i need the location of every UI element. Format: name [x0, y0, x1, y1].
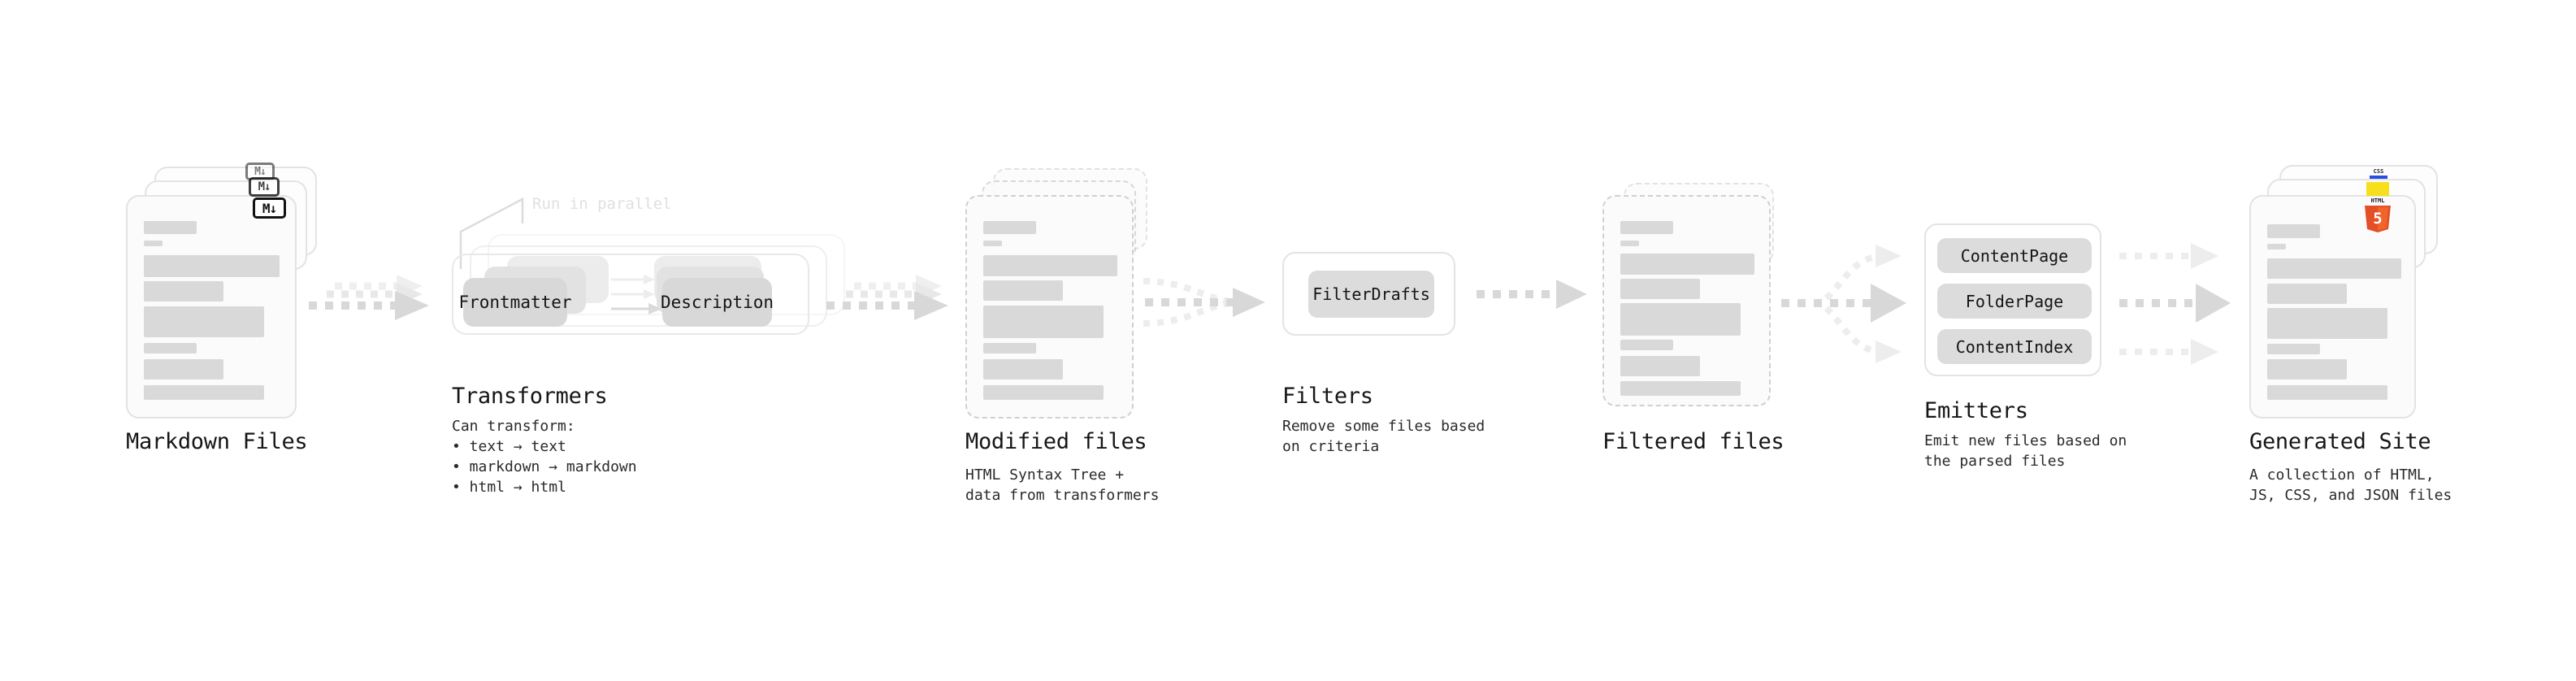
- skeleton-line: [2267, 284, 2347, 304]
- parallel-label: Run in parallel: [532, 195, 672, 213]
- emitters-title: Emitters: [1924, 398, 2028, 423]
- arrow-filters-to-filtered: [1475, 280, 1597, 320]
- emitters-subtitle: Emit new files based on the parsed files: [1924, 432, 2127, 470]
- filtered-files-title: Filtered files: [1602, 429, 1785, 454]
- arrow-emitters-to-site: [2113, 232, 2263, 378]
- frontmatter-chip[interactable]: Frontmatter: [458, 278, 572, 327]
- svg-text:5: 5: [2373, 210, 2382, 228]
- modified-card-front: [965, 195, 1134, 419]
- skeleton-line: [144, 359, 223, 380]
- description-chip[interactable]: Description: [660, 278, 774, 327]
- skeleton-line: [2267, 258, 2401, 279]
- arrow-modified-to-filters: [1142, 268, 1284, 341]
- transformer-internal-arrows: [611, 268, 700, 333]
- skeleton-line: [144, 343, 197, 354]
- contentindex-label: ContentIndex: [1955, 336, 2074, 357]
- css-icon: CSS: [2370, 167, 2387, 179]
- skeleton-line: [983, 255, 1117, 276]
- skeleton-line: [1620, 279, 1700, 299]
- css-icon-label: CSS: [2373, 168, 2384, 175]
- skeleton-line: [1620, 356, 1700, 376]
- arrow-filtered-to-emitters: [1780, 232, 1926, 374]
- skeleton-line: [2267, 244, 2286, 249]
- transformer-box-front: [452, 254, 809, 335]
- markdown-icon-arrow: ↓: [269, 200, 278, 216]
- filterdrafts-pill[interactable]: FilterDrafts: [1308, 271, 1434, 318]
- transformers-subtitle: Can transform: • text → text • markdown …: [452, 418, 637, 496]
- skeleton-line: [2267, 308, 2387, 339]
- skeleton-line: [983, 385, 1104, 400]
- skeleton-line: [1620, 303, 1741, 336]
- parallel-leader-line: [459, 197, 573, 271]
- markdown-icon: M↓: [253, 197, 286, 219]
- markdown-card-front: [126, 195, 297, 419]
- modified-files-subtitle: HTML Syntax Tree + data from transformer…: [965, 466, 1160, 504]
- skeleton-line: [983, 359, 1063, 380]
- filterdrafts-label: FilterDrafts: [1312, 284, 1430, 304]
- generated-site-subtitle: A collection of HTML, JS, CSS, and JSON …: [2249, 466, 2452, 504]
- svg-text:HTML: HTML: [2371, 197, 2385, 204]
- css-icon-bar: [2370, 176, 2387, 179]
- skeleton-line: [983, 280, 1063, 301]
- html5-icon: HTML 5: [2361, 195, 2395, 237]
- site-card-front: [2249, 195, 2416, 419]
- skeleton-line: [2267, 344, 2320, 354]
- contentpage-pill[interactable]: ContentPage: [1937, 238, 2092, 273]
- skeleton-line: [1620, 221, 1673, 234]
- skeleton-line: [144, 385, 264, 400]
- skeleton-line: [983, 306, 1104, 338]
- skeleton-line: [2267, 359, 2347, 380]
- skeleton-line: [983, 343, 1036, 354]
- skeleton-line: [144, 281, 223, 301]
- skeleton-line: [144, 221, 197, 234]
- js-icon: [2366, 182, 2389, 196]
- generated-site-title: Generated Site: [2249, 429, 2431, 454]
- skeleton-line: [1620, 381, 1741, 396]
- markdown-files-title: Markdown Files: [126, 429, 308, 454]
- contentpage-label: ContentPage: [1960, 245, 2069, 266]
- markdown-icon-mid: M↓: [249, 177, 280, 197]
- emitters-box: ContentPage FolderPage ContentIndex: [1924, 223, 2101, 376]
- skeleton-line: [1620, 340, 1673, 350]
- skeleton-line: [144, 241, 163, 246]
- frontmatter-label: Frontmatter: [458, 293, 572, 312]
- filters-subtitle: Remove some files based on criteria: [1282, 418, 1485, 455]
- contentindex-pill[interactable]: ContentIndex: [1937, 329, 2092, 364]
- skeleton-line: [2267, 385, 2387, 400]
- skeleton-line: [1620, 254, 1754, 275]
- arrow-transformers-to-modified: [825, 275, 959, 332]
- skeleton-line: [1620, 241, 1639, 246]
- arrow-markdown-to-transformers: [309, 275, 439, 332]
- filtered-card-front: [1602, 195, 1771, 406]
- skeleton-line: [144, 255, 280, 277]
- markdown-icon-letter: M: [262, 200, 271, 216]
- filters-box: FilterDrafts: [1282, 252, 1455, 336]
- skeleton-line: [983, 221, 1036, 234]
- folderpage-pill[interactable]: FolderPage: [1937, 284, 2092, 319]
- modified-files-title: Modified files: [965, 429, 1147, 454]
- skeleton-line: [983, 241, 1002, 246]
- skeleton-line: [2267, 224, 2320, 238]
- transformers-title: Transformers: [452, 384, 608, 409]
- filters-title: Filters: [1282, 384, 1373, 409]
- skeleton-line: [144, 306, 264, 337]
- folderpage-label: FolderPage: [1965, 291, 2064, 311]
- description-label: Description: [660, 293, 774, 312]
